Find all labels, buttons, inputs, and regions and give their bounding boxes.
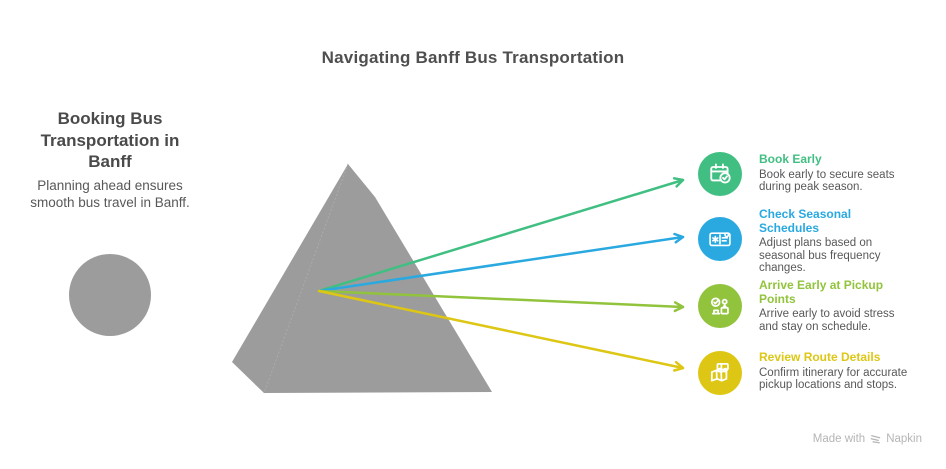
pyramid-ridge-line — [263, 163, 349, 394]
napkin-brand-label: Napkin — [886, 432, 922, 445]
decorative-circle — [69, 254, 151, 336]
napkin-logo-icon — [870, 435, 881, 444]
step-description: Book early to secure seats during peak s… — [759, 168, 895, 194]
route-map-bus-icon — [698, 351, 742, 395]
made-with-label: Made with — [812, 432, 866, 445]
arrow-book-early — [317, 177, 685, 293]
arrow-arrive-early — [317, 289, 685, 313]
step-title: Book Early — [759, 152, 822, 166]
arrow-review-route — [317, 289, 685, 372]
made-with-napkin-credit: Made with Napkin — [813, 432, 922, 445]
step-description: Adjust plans based on seasonal bus frequ… — [759, 237, 881, 275]
intro-heading: Booking Bus Transportation in Banff — [40, 109, 180, 172]
step-description: Confirm itinerary for accurate pickup lo… — [759, 366, 908, 392]
waiting-person-check-icon — [698, 284, 742, 328]
intro-description: Planning ahead ensures smooth bus travel… — [30, 177, 190, 211]
arrow-check-schedules — [317, 232, 685, 293]
step-title: Check Seasonal Schedules — [759, 207, 852, 235]
page-title: Navigating Banff Bus Transportation — [321, 48, 625, 67]
step-title: Review Route Details — [759, 350, 881, 364]
intro-panel: Booking Bus Transportation in Banff Plan… — [30, 108, 190, 212]
step-title: Arrive Early at Pickup Points — [759, 278, 884, 306]
calendar-check-icon — [698, 152, 742, 196]
step-description: Arrive early to avoid stress and stay on… — [759, 308, 895, 333]
seasonal-schedule-icon — [698, 217, 742, 261]
